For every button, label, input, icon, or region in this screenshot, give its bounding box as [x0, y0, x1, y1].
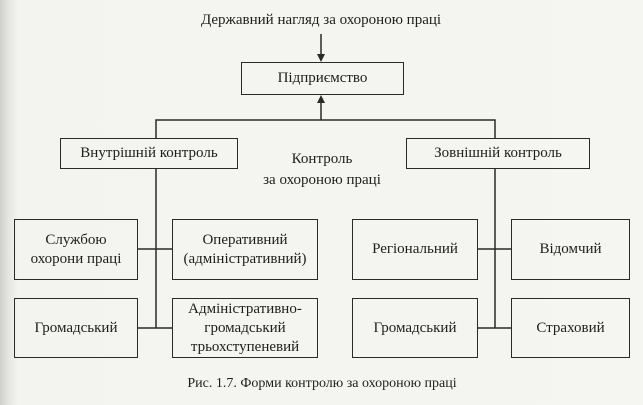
internal-control-box: Внутрішній контроль	[60, 138, 238, 169]
center-label-line2: за охороною праці	[263, 172, 381, 188]
external-item-public: Громадський	[352, 298, 478, 358]
item-line: (адміністративний)	[183, 250, 307, 267]
internal-item-three-stage: Адміністративно-громадський трьохступенев…	[172, 298, 318, 358]
internal-item-public: Громадський	[14, 298, 138, 358]
item-label: Страховий	[536, 319, 605, 336]
internal-item-safety-service: Службою охорони праці	[14, 219, 138, 280]
item-label: Відомчий	[539, 241, 602, 257]
external-item-regional: Регіональний	[352, 219, 478, 280]
enterprise-box: Підприємство	[241, 62, 404, 95]
item-line: охорони праці	[30, 250, 122, 267]
enterprise-label: Підприємство	[277, 70, 368, 86]
item-line: трьохступеневий	[190, 338, 300, 355]
diagram-title: Державний нагляд за охороною праці	[200, 12, 442, 28]
item-label: Громадський	[373, 319, 457, 336]
item-line: Громадський	[34, 319, 118, 336]
item-line: Адміністративно-	[188, 300, 302, 317]
item-label: Регіональний	[372, 241, 458, 257]
arrow-up-head	[317, 95, 325, 103]
item-line: громадський	[204, 319, 286, 336]
internal-item-operative: Оперативний (адміністративний)	[172, 219, 318, 280]
item-line: Оперативний	[202, 231, 288, 248]
external-control-label: Зовнішній контроль	[434, 145, 562, 161]
branch-line	[155, 119, 496, 138]
external-item-departmental: Відомчий	[511, 219, 630, 280]
internal-control-label: Внутрішній контроль	[80, 145, 218, 161]
external-control-box: Зовнішній контроль	[406, 138, 590, 169]
figure-caption: Рис. 1.7. Форми контролю за охороною пра…	[187, 376, 457, 391]
external-item-insurance: Страховий	[511, 298, 630, 358]
center-label-line1: Контроль	[291, 151, 353, 167]
arrow-down-head	[317, 54, 325, 62]
item-line: Службою	[45, 231, 107, 248]
